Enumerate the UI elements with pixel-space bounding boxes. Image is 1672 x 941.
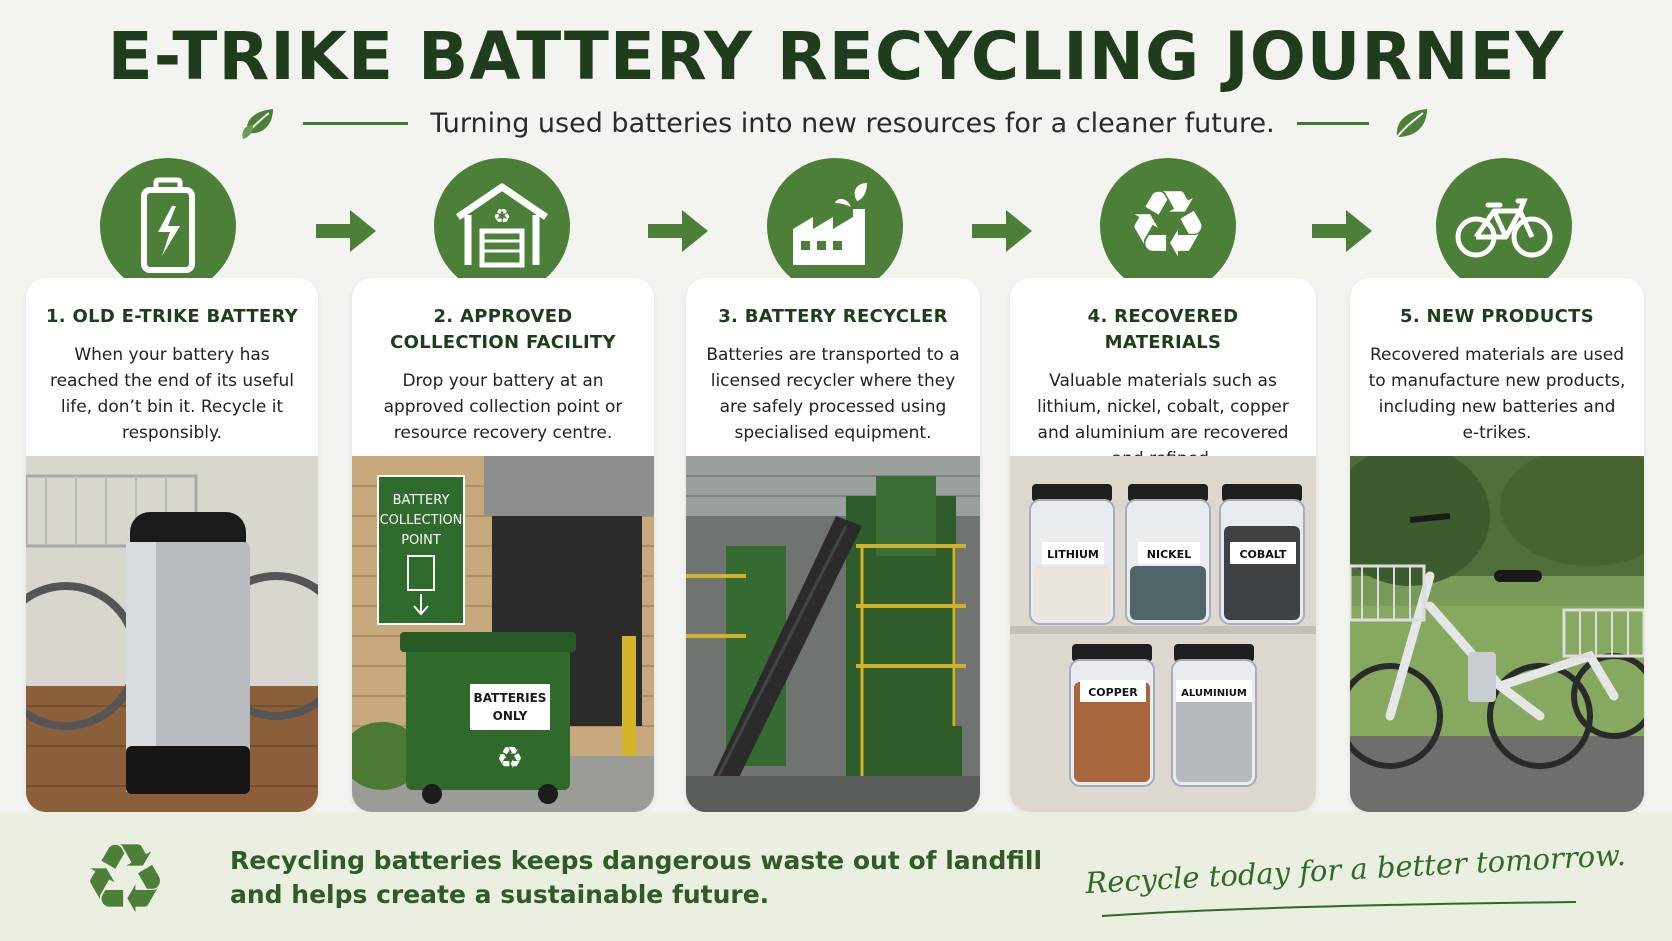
step-heading: 3. BATTERY RECYCLER <box>718 306 948 327</box>
subtitle-row: Turning used batteries into new resource… <box>0 100 1672 146</box>
factory-icon <box>767 158 903 294</box>
bottom-message: Recycling batteries keeps dangerous wast… <box>230 846 1043 909</box>
leaf-icon <box>1395 109 1427 138</box>
step-card-5: 5. NEW PRODUCTS Recovered materials are … <box>1350 278 1644 812</box>
recycle-icon: ♻ <box>1100 158 1236 294</box>
leaf-icon <box>242 109 274 139</box>
recycle-icon: ♻ <box>82 832 168 922</box>
step-body: Drop your battery at an approved collect… <box>383 371 623 443</box>
jar-label: ALUMINIUM <box>1181 688 1247 699</box>
step-heading: 5. NEW PRODUCTS <box>1400 306 1594 327</box>
step-card-1: 1. OLD E-TRIKE BATTERY When your battery… <box>26 278 318 812</box>
svg-text:♻: ♻ <box>497 741 524 776</box>
subtitle: Turning used batteries into new resource… <box>430 107 1275 139</box>
battery-on-trike-photo <box>26 456 318 812</box>
arrow-right-icon <box>648 210 708 252</box>
arrow-right-icon <box>1312 210 1372 252</box>
battery-charge-icon <box>100 158 236 294</box>
step-body: Batteries are transported to a licensed … <box>706 345 960 443</box>
svg-text:♻: ♻ <box>82 832 168 922</box>
collection-facility-icon: ♻ <box>434 158 570 294</box>
step-body: Valuable materials such as lithium, nick… <box>1037 371 1289 469</box>
jar-label: COBALT <box>1239 548 1287 561</box>
bin-label: BATTERIES <box>474 691 547 705</box>
page-title: E-TRIKE BATTERY RECYCLING JOURNEY <box>107 18 1565 95</box>
step-body: Recovered materials are used to manufact… <box>1368 345 1626 443</box>
step-card-4: 4. RECOVERED MATERIALS Valuable material… <box>1010 278 1316 812</box>
slogan-underline <box>1101 901 1577 917</box>
subtitle-line-left <box>303 121 409 125</box>
step-heading: 4. RECOVERED MATERIALS <box>1087 306 1239 353</box>
arrow-right-icon <box>316 210 376 252</box>
new-etrike-photo <box>1350 456 1644 812</box>
jar-label: LITHIUM <box>1047 548 1099 561</box>
svg-text:♻: ♻ <box>1127 176 1209 276</box>
sign-line: POINT <box>401 533 441 548</box>
bottom-banner: ♻ Recycling batteries keeps dangerous wa… <box>0 812 1672 941</box>
arrow-right-icon <box>972 210 1032 252</box>
step-card-2: 2. APPROVED COLLECTION FACILITY Drop you… <box>352 278 654 812</box>
subtitle-line-right <box>1296 121 1369 125</box>
bin-label: ONLY <box>493 709 528 723</box>
jar-label: COPPER <box>1088 686 1138 699</box>
step-heading: 2. APPROVED COLLECTION FACILITY <box>390 306 616 353</box>
step-card-3: 3. BATTERY RECYCLER Batteries are transp… <box>686 278 980 812</box>
material-jars-photo: LITHIUM NICKEL COBALT COPPER ALUMINIUM <box>1010 456 1316 812</box>
sign-line: BATTERY <box>393 493 450 508</box>
bicycle-icon <box>1436 158 1572 294</box>
step-body: When your battery has reached the end of… <box>49 345 294 443</box>
jar-label: NICKEL <box>1147 548 1191 561</box>
recycling-plant-photo <box>686 456 980 812</box>
svg-text:♻: ♻ <box>493 204 511 228</box>
step-heading: 1. OLD E-TRIKE BATTERY <box>45 306 299 327</box>
sign-line: COLLECTION <box>380 513 463 528</box>
slogan: Recycle today for a better tomorrow. <box>1084 837 1627 901</box>
collection-bin-photo: BATTERY COLLECTION POINT BATTERIES ONLY … <box>352 456 654 812</box>
